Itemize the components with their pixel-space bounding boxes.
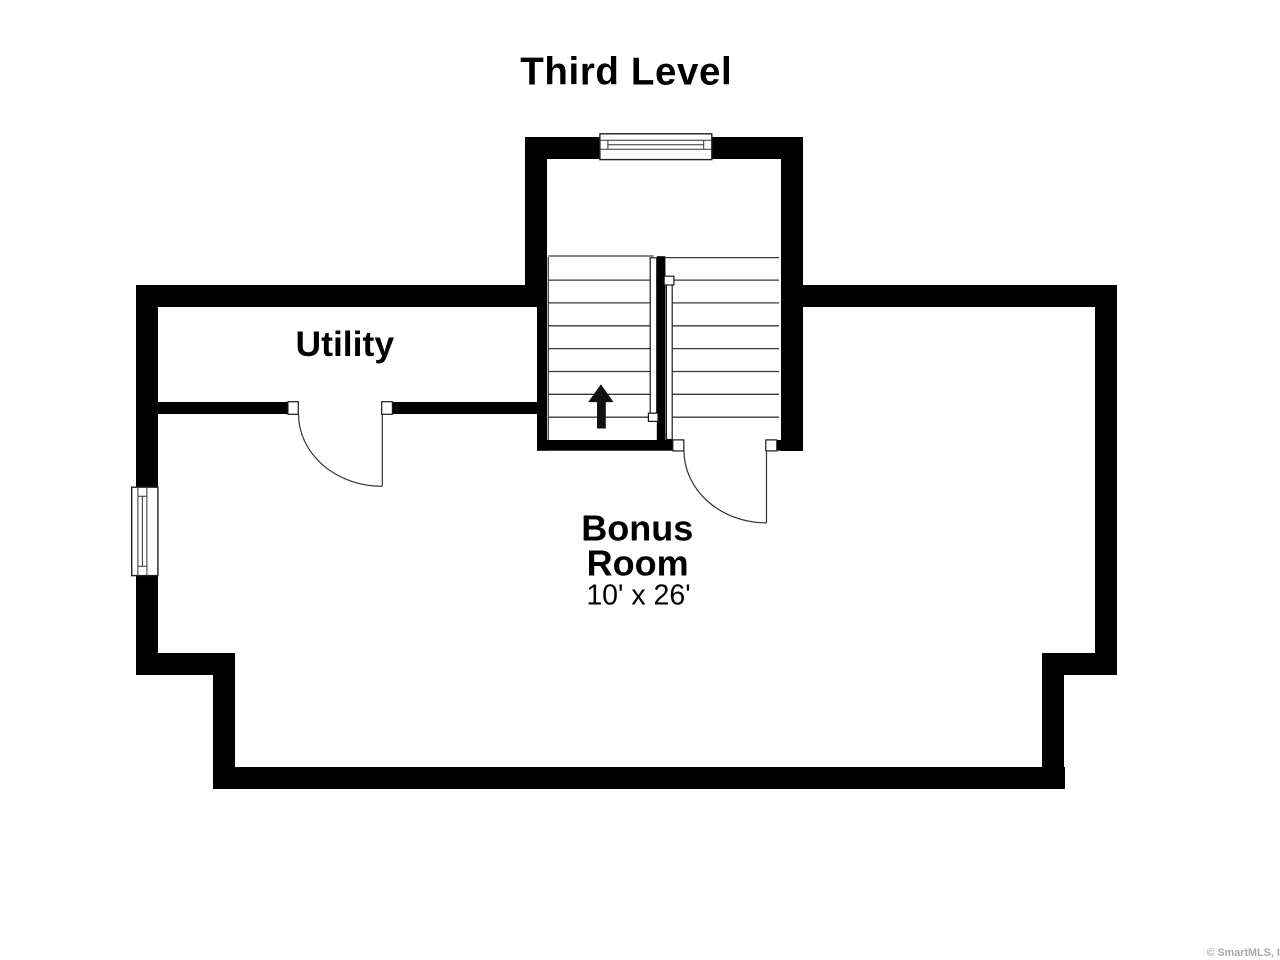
svg-text:Room: Room [587,543,689,584]
svg-text:10' x 26': 10' x 26' [586,580,690,612]
svg-text:© SmartMLS, Inc: © SmartMLS, Inc [1207,947,1280,959]
svg-text:Bonus: Bonus [581,508,693,549]
svg-text:Utility: Utility [295,324,394,364]
svg-text:Third Level: Third Level [520,50,732,93]
